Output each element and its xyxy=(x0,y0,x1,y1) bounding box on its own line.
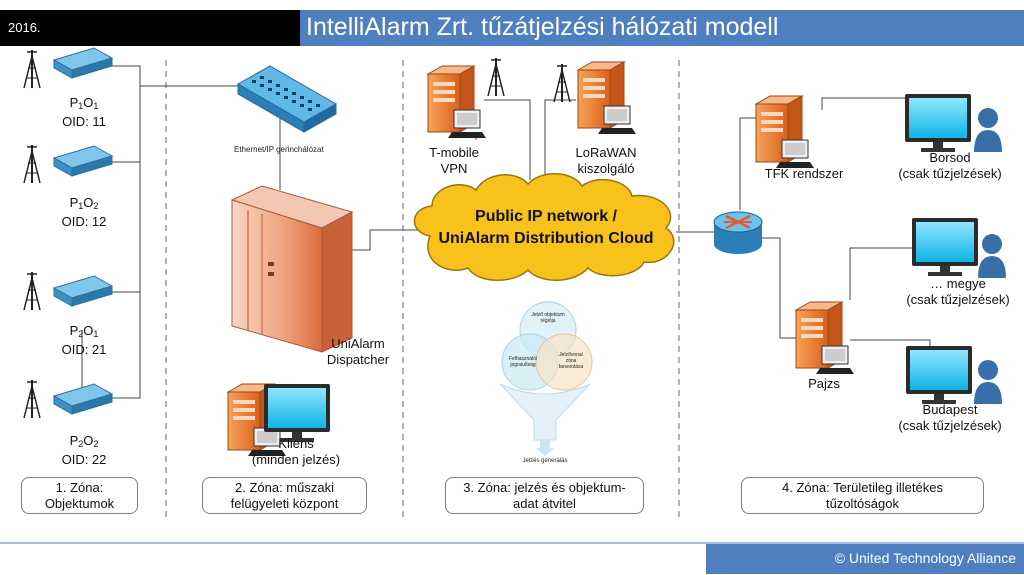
person-icon xyxy=(978,234,1006,278)
switch-label: Ethernet/IP gerinchálózat xyxy=(234,145,324,154)
tmobile-cloud-link xyxy=(484,99,531,180)
megye-label: … megye(csak tűzjelzések) xyxy=(906,276,1010,307)
budapest-label: Budapest(csak tűzjelzések) xyxy=(898,402,1002,433)
object-connections xyxy=(81,65,240,399)
tfk-borsod-link xyxy=(821,97,905,110)
router-pajzs-link xyxy=(760,237,800,339)
borsod-monitor-icon xyxy=(905,94,971,152)
object-device-icon xyxy=(53,383,113,415)
object-label-2: P1O2 OID: 12 xyxy=(61,195,107,229)
antenna-icon xyxy=(23,144,41,184)
venn-funnel-diagram xyxy=(499,301,593,456)
pajzs-server-icon xyxy=(795,301,855,375)
cloud-shape xyxy=(413,173,675,281)
antenna-icon xyxy=(553,63,571,103)
cloud-label: Public IP network /UniAlarm Distribution… xyxy=(438,208,654,247)
tfk-label: TFK rendszer xyxy=(764,166,844,181)
footer-bar: © United Technology Alliance xyxy=(706,544,1024,574)
object-label-1: P1O1 OID: 11 xyxy=(62,95,106,129)
title-bar: IntelliAlarm Zrt. tűzátjelzési hálózati … xyxy=(300,10,1024,46)
pajzs-label: Pajzs xyxy=(808,376,840,391)
antenna-icon xyxy=(23,271,41,311)
object-device-icon xyxy=(53,145,113,177)
copyright-text: © United Technology Alliance xyxy=(834,550,1016,566)
page-title: IntelliAlarm Zrt. tűzátjelzési hálózati … xyxy=(306,13,779,41)
antenna-icon xyxy=(23,379,41,419)
venn-output-label: Jelzés generálás xyxy=(522,458,568,464)
object-label-4: P2O2 OID: 22 xyxy=(61,433,107,467)
pajzs-megye-link xyxy=(849,247,912,300)
object-device-icon xyxy=(53,47,113,79)
client-label: Kliens(minden jelzés) xyxy=(251,436,341,467)
router-icon xyxy=(713,211,763,254)
antenna-icon xyxy=(23,49,41,89)
object-device-icon xyxy=(53,275,113,307)
budapest-monitor-icon xyxy=(906,346,972,404)
dispatcher-cloud-link xyxy=(352,229,420,251)
lorawan-server-icon xyxy=(577,61,637,135)
year-bar: 2016. xyxy=(0,10,300,46)
object-label-3: P2O1 OID: 21 xyxy=(61,323,107,357)
borsod-label: Borsod(csak tűzjelzések) xyxy=(898,150,1002,181)
router-tfk-link xyxy=(739,117,758,210)
year-label: 2016. xyxy=(8,20,41,35)
antenna-icon xyxy=(487,57,505,97)
megye-monitor-icon xyxy=(912,218,978,276)
lorawan-cloud-link xyxy=(544,99,576,180)
person-icon xyxy=(974,360,1002,404)
dispatcher-server-icon xyxy=(230,185,354,353)
zone-1-box: 1. Zóna:Objektumok xyxy=(21,477,138,514)
ethernet-switch-icon xyxy=(236,65,338,133)
zone-3-box: 3. Zóna: jelzés és objektum-adat átvitel xyxy=(445,477,644,514)
person-icon xyxy=(974,108,1002,152)
tmobile-server-icon xyxy=(427,65,487,139)
tfk-server-icon xyxy=(755,95,815,169)
